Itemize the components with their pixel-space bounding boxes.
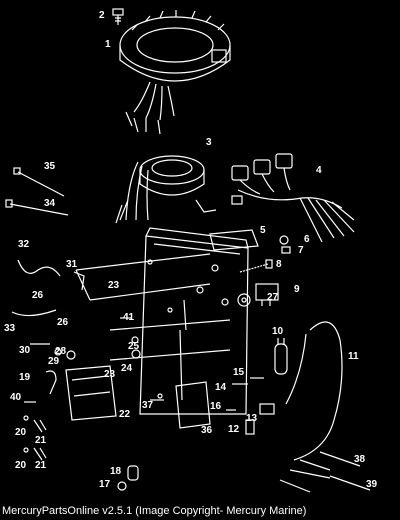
part-screw[interactable] xyxy=(112,8,124,25)
callout-10[interactable]: 10 xyxy=(272,326,284,337)
callout-27[interactable]: 27 xyxy=(267,292,279,303)
callout-30[interactable]: 30 xyxy=(19,345,31,356)
callout-14[interactable]: 14 xyxy=(215,382,227,393)
part-stator[interactable] xyxy=(119,10,231,135)
callout-35[interactable]: 35 xyxy=(44,161,56,172)
callout-2[interactable]: 2 xyxy=(99,10,105,21)
part-nut-25[interactable] xyxy=(131,336,139,344)
callout-1[interactable]: 1 xyxy=(105,39,111,50)
callout-12[interactable]: 12 xyxy=(228,424,240,435)
callout-29[interactable]: 29 xyxy=(48,356,60,367)
part-grommet[interactable] xyxy=(237,293,251,307)
part-washer-17[interactable] xyxy=(117,481,127,491)
part-clip-21a[interactable] xyxy=(33,419,47,433)
part-nut[interactable] xyxy=(279,235,289,245)
part-cap-18[interactable] xyxy=(127,465,139,481)
callout-5[interactable]: 5 xyxy=(260,225,266,236)
part-lead-33[interactable] xyxy=(11,309,57,317)
part-lead-38[interactable] xyxy=(319,451,361,467)
part-mounting-plate xyxy=(75,227,249,415)
part-lead-39[interactable] xyxy=(329,475,371,491)
part-nut-28[interactable] xyxy=(54,348,62,356)
callout-7[interactable]: 7 xyxy=(298,245,304,256)
callout-23a[interactable]: 23 xyxy=(108,280,120,291)
part-bolt[interactable] xyxy=(239,259,273,273)
part-clip-21b[interactable] xyxy=(33,447,47,461)
part-harness[interactable] xyxy=(231,153,355,243)
part-cable-tie-34[interactable] xyxy=(5,199,69,216)
part-regulator[interactable] xyxy=(175,381,211,429)
part-trigger-coil[interactable] xyxy=(115,155,217,224)
callout-23b[interactable]: 23 xyxy=(104,369,116,380)
part-main-harness[interactable] xyxy=(279,321,343,493)
part-cable-tie-35[interactable] xyxy=(13,167,65,197)
callout-31[interactable]: 31 xyxy=(66,259,78,270)
callout-39[interactable]: 39 xyxy=(366,479,378,490)
callout-37[interactable]: 37 xyxy=(142,400,154,411)
part-terminal[interactable] xyxy=(245,419,255,435)
callout-18[interactable]: 18 xyxy=(110,466,122,477)
callout-11[interactable]: 11 xyxy=(348,351,359,362)
callout-16[interactable]: 16 xyxy=(210,401,222,412)
callout-26b[interactable]: 26 xyxy=(57,317,69,328)
callout-13[interactable]: 13 xyxy=(246,413,258,424)
callout-4[interactable]: 4 xyxy=(316,165,322,176)
part-capacitor[interactable] xyxy=(274,338,288,375)
part-wire-32[interactable] xyxy=(17,259,61,277)
part-screw-20b[interactable] xyxy=(23,447,29,453)
copyright-caption: MercuryPartsOnline v2.5.1 (Image Copyrig… xyxy=(2,505,307,517)
callout-28[interactable]: 28 xyxy=(55,346,67,357)
callout-33[interactable]: 33 xyxy=(4,323,16,334)
callout-40[interactable]: 40 xyxy=(10,392,22,403)
callout-17[interactable]: 17 xyxy=(99,479,111,490)
part-bracket-31[interactable] xyxy=(73,271,85,291)
callout-6[interactable]: 6 xyxy=(304,234,310,245)
part-screw-20a[interactable] xyxy=(23,415,29,421)
callout-20b[interactable]: 20 xyxy=(15,460,27,471)
callout-19[interactable]: 19 xyxy=(19,372,31,383)
part-rectifier[interactable] xyxy=(65,365,117,421)
callout-36[interactable]: 36 xyxy=(201,425,213,436)
part-connector[interactable] xyxy=(259,403,275,415)
callout-24[interactable]: 24 xyxy=(121,363,133,374)
callout-32[interactable]: 32 xyxy=(18,239,30,250)
callout-21a[interactable]: 21 xyxy=(35,435,47,446)
callout-21b[interactable]: 21 xyxy=(35,460,47,471)
callout-8[interactable]: 8 xyxy=(276,259,282,270)
callout-22[interactable]: 22 xyxy=(119,409,131,420)
callout-41[interactable]: 41 xyxy=(123,312,135,323)
part-switch[interactable] xyxy=(255,283,279,306)
part-clip-19[interactable] xyxy=(45,370,57,395)
callout-34[interactable]: 34 xyxy=(44,198,56,209)
callout-38[interactable]: 38 xyxy=(354,454,366,465)
part-insulator[interactable] xyxy=(209,229,259,251)
part-washer-24[interactable] xyxy=(131,349,141,359)
part-washer[interactable] xyxy=(281,246,291,254)
part-grommet-29[interactable] xyxy=(66,350,76,360)
callout-25[interactable]: 25 xyxy=(128,341,140,352)
callout-3[interactable]: 3 xyxy=(206,137,212,148)
callout-20a[interactable]: 20 xyxy=(15,427,27,438)
callout-15[interactable]: 15 xyxy=(233,367,245,378)
callout-26a[interactable]: 26 xyxy=(32,290,44,301)
callout-9[interactable]: 9 xyxy=(294,284,300,295)
